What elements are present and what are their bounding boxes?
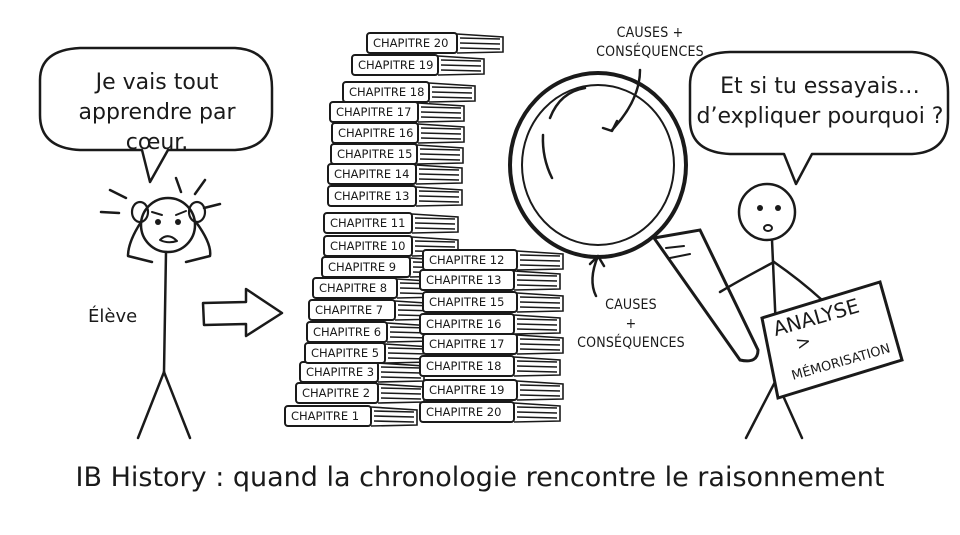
teacher-speech-text: Et si tu essayais… d’expliquer pourquoi … [694, 72, 946, 132]
magnifier-side-note-line-2: + [625, 316, 637, 332]
student-name-label: Élève [88, 306, 138, 327]
book-label: CHAPITRE 11 [330, 216, 405, 230]
book-label: CHAPITRE 18 [349, 85, 424, 99]
student-speech-line-2: apprendre par cœur. [78, 100, 236, 155]
book-label: CHAPITRE 1 [291, 409, 359, 423]
book-right-1: CHAPITRE 20 [419, 401, 561, 423]
book-left-14: CHAPITRE 16 [331, 122, 465, 144]
book-label: CHAPITRE 17 [336, 105, 411, 119]
book-label: CHAPITRE 12 [429, 253, 504, 267]
right-arrow-icon [201, 287, 284, 338]
book-label: CHAPITRE 10 [330, 239, 405, 253]
book-label: CHAPITRE 5 [311, 346, 379, 360]
book-right-4: CHAPITRE 17 [422, 333, 564, 355]
student-figure [99, 176, 222, 440]
book-label: CHAPITRE 15 [429, 295, 504, 309]
book-label: CHAPITRE 16 [338, 126, 413, 140]
analysis-sign: ANALYSE > MÉMORISATION [760, 280, 904, 400]
book-left-17: CHAPITRE 19 [351, 54, 485, 76]
magnifying-glass-icon [508, 71, 760, 363]
magnifier-side-note-line-3: CONSÉQUENCES [577, 335, 685, 351]
book-right-7: CHAPITRE 13 [419, 269, 561, 291]
magnifier-side-note: CAUSES + CONSÉQUENCES [566, 296, 696, 353]
teacher-head [737, 182, 797, 242]
magnifier-top-note: CAUSES + CONSÉQUENCES [575, 24, 725, 62]
pointer-arrow-side [591, 254, 600, 298]
magnifier-top-note-line-2: CONSÉQUENCES [596, 44, 704, 60]
book-label: CHAPITRE 13 [334, 189, 409, 203]
book-left-9: CHAPITRE 10 [323, 235, 459, 257]
book-label: CHAPITRE 17 [429, 337, 504, 351]
book-left-5: CHAPITRE 6 [306, 321, 434, 343]
sign-symbol-text: > [793, 331, 813, 355]
book-label: CHAPITRE 6 [313, 325, 381, 339]
book-left-3: CHAPITRE 3 [299, 361, 425, 383]
book-label: CHAPITRE 9 [328, 260, 396, 274]
book-right-8: CHAPITRE 12 [422, 249, 564, 271]
book-right-2: CHAPITRE 19 [422, 379, 564, 401]
student-speech-bubble [38, 46, 274, 184]
book-left-13: CHAPITRE 15 [330, 143, 464, 165]
student-head [139, 196, 197, 254]
book-label: CHAPITRE 7 [315, 303, 383, 317]
right-book-stack: CHAPITRE 20 CHAPITRE 19 CHAPITRE 18 CHAPITR… [419, 249, 564, 423]
book-left-18: CHAPITRE 20 [366, 32, 504, 54]
teacher-speech-line-1: Et si tu essayais… [720, 74, 920, 99]
page-caption: IB History : quand la chronologie rencon… [75, 462, 885, 493]
book-label: CHAPITRE 3 [306, 365, 374, 379]
book-label: CHAPITRE 13 [426, 273, 501, 287]
teacher-speech-line-2: d’expliquer pourquoi ? [696, 104, 944, 129]
magnifier-side-note-line-1: CAUSES [605, 297, 657, 313]
book-label: CHAPITRE 14 [334, 167, 409, 181]
book-left-15: CHAPITRE 17 [329, 101, 465, 123]
left-book-stack: CHAPITRE 1 CHAPITRE 2 CHAPITRE 3 CHAPITRE 5… [284, 32, 504, 427]
book-label: CHAPITRE 8 [319, 281, 387, 295]
magnifier-top-note-line-1: CAUSES + [616, 25, 684, 41]
book-left-12: CHAPITRE 14 [327, 163, 463, 185]
book-left-11: CHAPITRE 13 [327, 185, 463, 207]
book-right-5: CHAPITRE 16 [419, 313, 561, 335]
student-speech-line-1: Je vais tout [95, 70, 219, 95]
book-label: CHAPITRE 15 [337, 147, 412, 161]
book-label: CHAPITRE 19 [358, 58, 433, 72]
book-right-6: CHAPITRE 15 [422, 291, 564, 313]
teacher-figure [718, 182, 824, 440]
book-right-3: CHAPITRE 18 [419, 355, 561, 377]
book-left-4: CHAPITRE 5 [304, 342, 432, 364]
book-label: CHAPITRE 20 [426, 405, 501, 419]
book-label: CHAPITRE 19 [429, 383, 504, 397]
book-label: CHAPITRE 16 [426, 317, 501, 331]
book-left-16: CHAPITRE 18 [342, 81, 476, 103]
book-label: CHAPITRE 18 [426, 359, 501, 373]
book-left-10: CHAPITRE 11 [323, 212, 459, 234]
stress-lines [99, 176, 222, 215]
teacher-speech-bubble [688, 50, 950, 186]
book-left-1: CHAPITRE 1 [284, 405, 418, 427]
book-left-2: CHAPITRE 2 [295, 382, 425, 404]
pointer-arrow-top [610, 68, 642, 132]
book-label: CHAPITRE 20 [373, 36, 448, 50]
book-label: CHAPITRE 2 [302, 386, 370, 400]
student-speech-text: Je vais tout apprendre par cœur. [44, 68, 270, 158]
